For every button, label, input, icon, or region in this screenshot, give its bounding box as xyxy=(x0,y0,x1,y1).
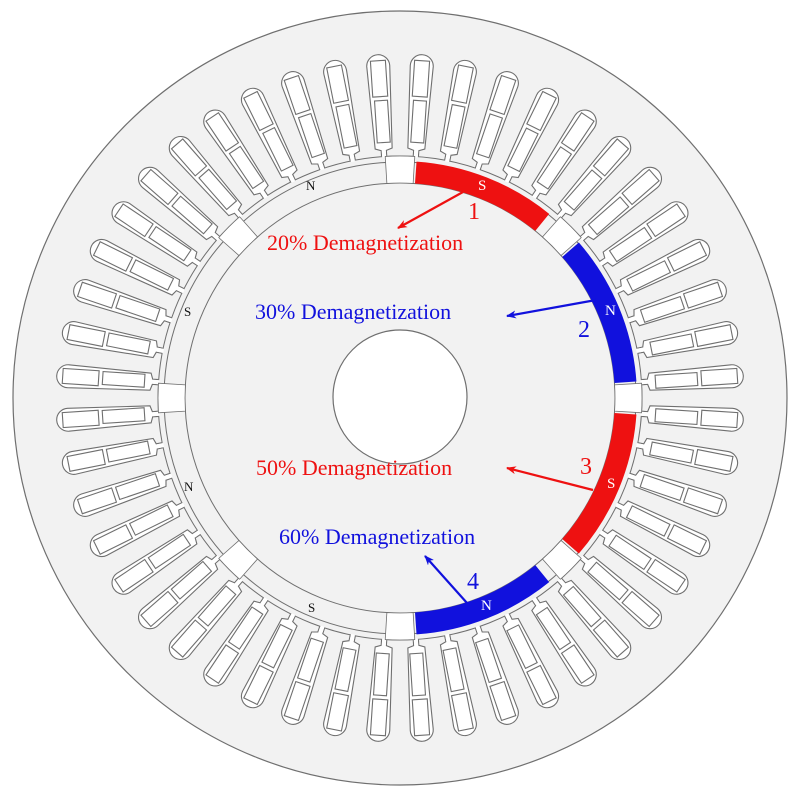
stator-slot xyxy=(615,500,711,558)
magnet-4 xyxy=(414,565,550,635)
stator-slot xyxy=(579,166,662,241)
pole-spacer xyxy=(541,539,582,580)
stator-slot xyxy=(281,71,329,171)
arrow-magnet-1 xyxy=(397,191,464,229)
arrows xyxy=(397,191,597,604)
pole-label-n-left-lower: N xyxy=(184,479,194,494)
pole-spacer xyxy=(157,382,186,414)
magnet-2-polarity: N xyxy=(605,303,616,319)
stator-slot xyxy=(240,87,298,183)
magnets xyxy=(414,161,637,635)
magnet-2 xyxy=(562,242,637,384)
stator-slot xyxy=(599,201,689,267)
stator-slot xyxy=(579,555,662,630)
arrow-magnet-3 xyxy=(506,466,594,492)
pole-spacer xyxy=(541,216,582,257)
label-60-demagnetization: 60% Demagnetization xyxy=(279,524,476,549)
pole-spacer xyxy=(218,216,259,257)
magnet-number-3: 3 xyxy=(580,454,592,480)
pole-spacer xyxy=(614,382,643,414)
stator-slot xyxy=(89,238,185,296)
stator-slot xyxy=(111,529,201,595)
pole-spacer xyxy=(218,539,259,580)
stator-slot xyxy=(407,638,434,742)
stator-slot xyxy=(439,59,477,163)
stator-slot xyxy=(61,437,165,475)
pole-spacer xyxy=(384,155,416,184)
stator-slot xyxy=(635,437,739,475)
stator-slot xyxy=(599,529,689,595)
arrow-magnet-4 xyxy=(424,555,468,604)
magnet-4-polarity: N xyxy=(481,598,492,614)
magnet-3 xyxy=(562,412,637,554)
stator-slot xyxy=(240,613,298,709)
pole-label-n-top-left: N xyxy=(306,178,316,193)
stator-slot xyxy=(203,109,269,199)
label-20-demagnetization: 20% Demagnetization xyxy=(267,230,464,255)
label-50-demagnetization: 50% Demagnetization xyxy=(256,455,453,480)
stator-slot xyxy=(557,136,632,219)
stator-slot xyxy=(56,364,160,391)
magnet-number-4: 4 xyxy=(467,569,479,595)
stator-slot xyxy=(407,54,434,158)
stator-slot xyxy=(138,555,221,630)
magnet-3-polarity: S xyxy=(607,476,616,492)
stator-slot xyxy=(168,577,243,660)
magnet-1 xyxy=(414,161,550,231)
stator-slot xyxy=(366,54,393,158)
shaft xyxy=(332,329,468,465)
magnet-number-1: 1 xyxy=(468,199,480,225)
stator-slot xyxy=(627,469,727,517)
shaft-bore xyxy=(332,329,468,465)
stator-slot xyxy=(471,71,519,171)
stator-slot xyxy=(323,59,361,163)
stator-slot xyxy=(640,405,744,432)
stator-slot xyxy=(640,364,744,391)
stator-slot xyxy=(61,321,165,359)
stator-slot xyxy=(471,625,519,725)
stator-slot xyxy=(111,201,201,267)
magnet-1-polarity: S xyxy=(478,178,487,194)
stator-slots xyxy=(56,54,744,742)
stator-slot xyxy=(531,597,597,687)
magnet-number-2: 2 xyxy=(578,317,590,343)
stator-slot xyxy=(168,136,243,219)
pole-label-s-bottom-left: S xyxy=(308,600,316,615)
stator-slot xyxy=(439,633,477,737)
stator-slot xyxy=(323,633,361,737)
stator-slot xyxy=(56,405,160,432)
pole-label-s-left-upper: S xyxy=(184,304,192,319)
stator-slot xyxy=(366,638,393,742)
stator-slot xyxy=(627,279,727,327)
stator-slot xyxy=(89,500,185,558)
stator-slot xyxy=(502,87,560,183)
label-30-demagnetization: 30% Demagnetization xyxy=(255,299,452,324)
stator-slot xyxy=(531,109,597,199)
arrow-magnet-2 xyxy=(506,298,597,319)
stator-slot xyxy=(615,238,711,296)
stator-slot xyxy=(635,321,739,359)
stator-slot xyxy=(557,577,632,660)
stator-slot xyxy=(73,279,173,327)
stator-slot xyxy=(73,469,173,517)
stator-slot xyxy=(281,625,329,725)
stator-slot xyxy=(138,166,221,241)
stator-slot xyxy=(502,613,560,709)
pole-spacer xyxy=(384,612,416,641)
stator-slot xyxy=(203,597,269,687)
